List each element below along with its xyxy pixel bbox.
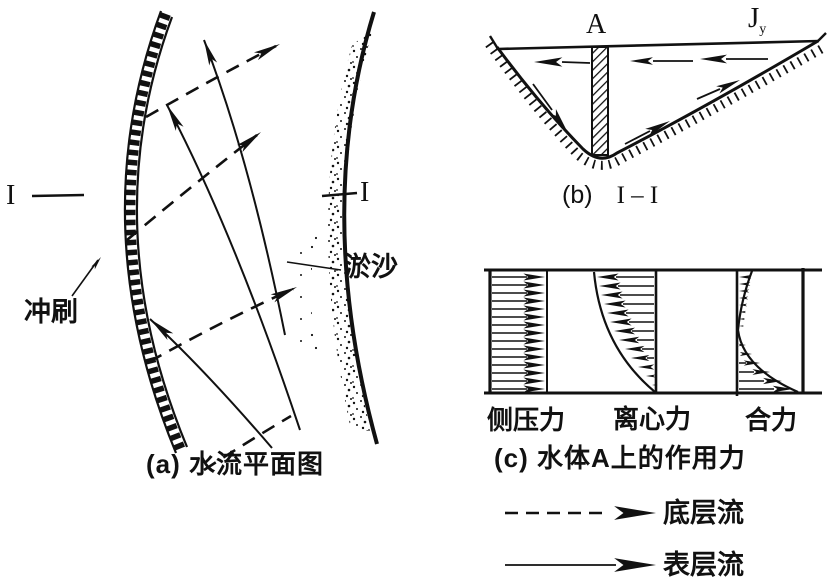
panel-a-plan-view <box>31 10 379 472</box>
profile-centrifugal-force <box>592 270 658 393</box>
water-surface-line <box>497 39 820 51</box>
circulation-arrow-lines <box>532 58 768 145</box>
left-bank-hatched <box>123 10 189 454</box>
profile-lateral-pressure <box>488 270 548 393</box>
section-line-marks <box>31 191 358 198</box>
transverse-slope-label: Jy <box>748 3 766 38</box>
section-marker-left: I <box>6 180 16 211</box>
scour-label: 冲刷 <box>24 297 78 327</box>
force-label-centrifugal: 离心力 <box>613 404 692 434</box>
silt-stipple-area <box>295 30 373 432</box>
panel-a-caption: (a) 水流平面图 <box>145 449 324 479</box>
water-column-A <box>591 46 609 156</box>
water-body-A-label: A <box>586 9 607 40</box>
profile-resultant-force <box>735 268 805 396</box>
circulation-arrowheads <box>534 54 742 137</box>
panel-b-caption: (b) I – I <box>562 182 658 209</box>
bed-hatching <box>485 41 826 170</box>
panel-b-caption-prefix: (b) <box>562 181 593 209</box>
surface-flow-arrowheads <box>147 38 218 341</box>
label-leaders <box>71 259 342 297</box>
panel-c-caption: (c) 水体A上的作用力 <box>494 443 746 473</box>
right-bank-tip <box>817 32 827 42</box>
force-label-lateral-pressure: 侧压力 <box>487 405 566 435</box>
legend-solid-arrowhead <box>614 558 656 572</box>
legend-label-surface-flow: 表层流 <box>663 550 744 579</box>
force-label-resultant: 合力 <box>745 405 798 435</box>
section-marker-right: I <box>360 177 370 208</box>
panel-c-force-profiles <box>484 268 822 396</box>
panel-b-cross-section <box>485 32 827 170</box>
slope-symbol: J <box>748 2 760 34</box>
panel-b-caption-section: I – I <box>616 182 659 209</box>
legend-dashed-arrowhead <box>614 506 656 520</box>
left-bank-tip <box>488 35 500 50</box>
silt-label: 淤沙 <box>344 252 398 282</box>
bed-line <box>495 39 819 160</box>
bottom-flow-streamlines <box>126 44 294 472</box>
slope-subscript: y <box>759 22 767 37</box>
right-bank-line <box>342 11 379 445</box>
legend-label-bottom-flow: 底层流 <box>663 498 744 528</box>
legend-arrow-samples <box>505 506 656 572</box>
